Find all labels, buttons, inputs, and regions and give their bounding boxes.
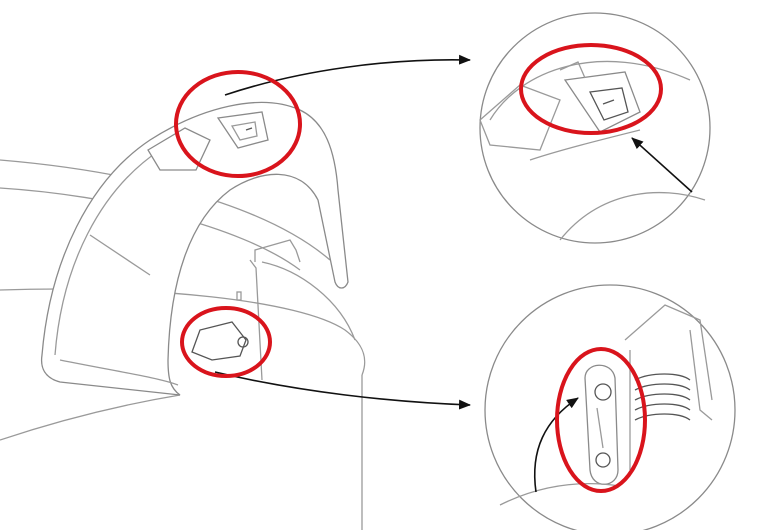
spring xyxy=(634,373,691,421)
highlight-top-detail xyxy=(519,43,663,135)
highlight-bottom-detail xyxy=(555,347,647,493)
arrow-to-bottom-detail xyxy=(214,371,471,410)
highlight-bottom-hinge xyxy=(180,306,272,378)
zoom-circle-bottom xyxy=(484,284,736,530)
housing xyxy=(40,101,349,396)
highlight-top-latch xyxy=(174,70,302,178)
arrow-to-top-detail xyxy=(224,54,471,96)
zoom-circle-top xyxy=(479,12,711,244)
pointer-arrow-top xyxy=(631,137,693,193)
pointer-arrow-bottom xyxy=(533,397,579,493)
